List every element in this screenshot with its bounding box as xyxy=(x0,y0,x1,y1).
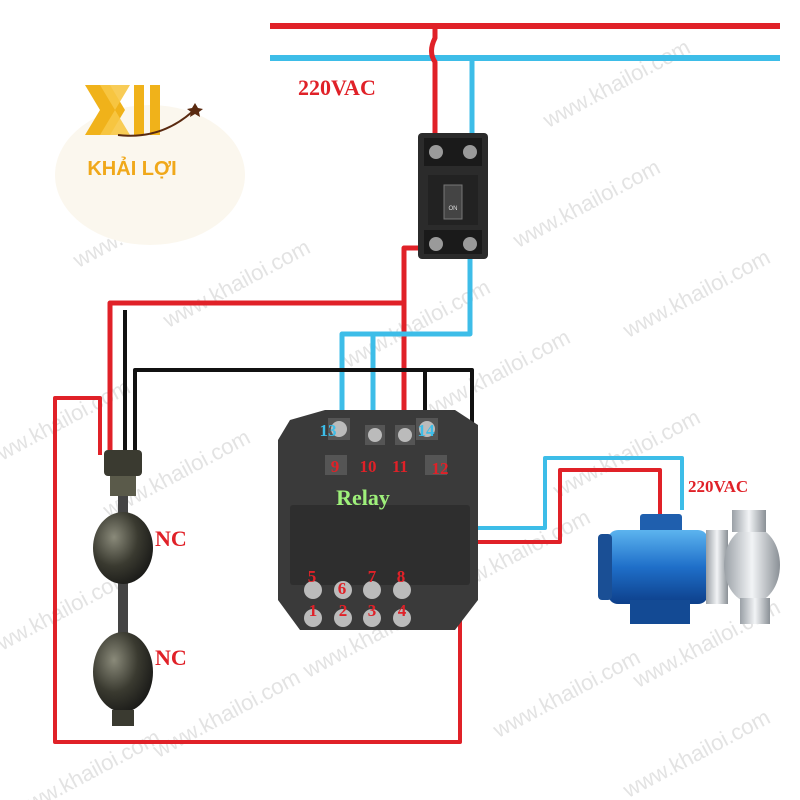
float-upper-label: NC xyxy=(155,526,187,551)
relay-terminal-6: 6 xyxy=(338,579,347,598)
relay-socket: 13 9 10 11 14 12 Relay 5 6 7 8 1 2 3 4 xyxy=(278,410,478,630)
relay-terminal-11: 11 xyxy=(392,457,408,476)
float-lower-label: NC xyxy=(155,645,187,670)
relay-terminal-8: 8 xyxy=(397,567,406,586)
supply-voltage-label: 220VAC xyxy=(298,75,376,100)
supply-bus: 220VAC xyxy=(270,23,780,100)
relay-terminal-7: 7 xyxy=(368,567,377,586)
watermark-text: www.khailoi.com xyxy=(618,704,774,800)
watermark-text: www.khailoi.com xyxy=(488,644,644,743)
relay-terminal-1: 1 xyxy=(309,601,318,620)
relay-terminal-9: 9 xyxy=(331,457,340,476)
watermark-text: www.khailoi.com xyxy=(8,724,164,800)
relay-terminal-4: 4 xyxy=(398,601,407,620)
brand-logo: KHẢI LỢI xyxy=(55,85,245,245)
relay-top-terminals xyxy=(325,418,447,475)
pump-voltage-label: 220VAC xyxy=(688,477,748,496)
relay-terminal-12: 12 xyxy=(432,459,449,478)
relay-terminal-3: 3 xyxy=(368,601,377,620)
watermark-text: www.khailoi.com xyxy=(538,34,694,133)
watermark-text: www.khailoi.com xyxy=(618,244,774,343)
float-switch: NC NC xyxy=(93,450,187,726)
relay-title: Relay xyxy=(336,485,390,510)
brand-logo-text: KHẢI LỢI xyxy=(87,157,176,180)
watermark-text: www.khailoi.com xyxy=(418,324,574,423)
water-pump: 220VAC xyxy=(598,477,780,624)
relay-terminal-13: 13 xyxy=(320,421,337,440)
watermark-text: www.khailoi.com xyxy=(148,664,304,763)
breaker-switch-text: ON xyxy=(449,206,458,212)
relay-terminal-5: 5 xyxy=(308,567,317,586)
relay-terminal-2: 2 xyxy=(339,601,348,620)
relay-terminal-10: 10 xyxy=(360,457,377,476)
relay-terminal-14: 14 xyxy=(418,421,436,440)
relay-bottom-pins xyxy=(304,581,411,627)
watermark-text: www.khailoi.com xyxy=(508,154,664,253)
circuit-breaker: ON xyxy=(418,133,488,259)
watermark-text: www.khailoi.com xyxy=(158,234,314,333)
